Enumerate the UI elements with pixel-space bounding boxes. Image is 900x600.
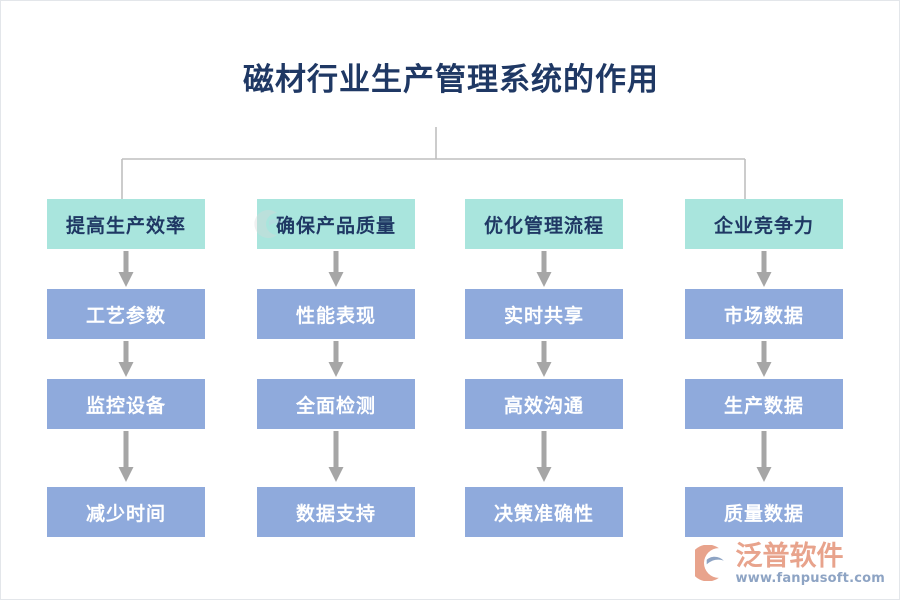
branch-sub-node-1-1[interactable]: 工艺参数 [47, 289, 205, 339]
arrow-gap [685, 249, 843, 289]
branch-sub-node-2-2[interactable]: 全面检测 [257, 379, 415, 429]
arrow-down-icon [756, 341, 772, 377]
arrow-down-icon [536, 431, 552, 482]
branch-head-node-2[interactable]: 确保产品质量 [257, 199, 415, 249]
branch-column-3: 优化管理流程 实时共享 高效沟通 决策准确性 [465, 199, 623, 537]
arrow-gap [465, 249, 623, 289]
arrow-down-icon [328, 251, 344, 287]
branch-sub-node-2-1[interactable]: 性能表现 [257, 289, 415, 339]
arrow-gap [47, 249, 205, 289]
arrow-gap [465, 429, 623, 487]
branch-sub-node-3-2[interactable]: 高效沟通 [465, 379, 623, 429]
arrow-gap [257, 429, 415, 487]
branch-sub-node-1-3[interactable]: 减少时间 [47, 487, 205, 537]
arrow-gap [685, 429, 843, 487]
fanpu-swoosh-icon [694, 545, 724, 581]
arrow-gap [257, 249, 415, 289]
arrow-gap [685, 339, 843, 379]
arrow-down-icon [328, 431, 344, 482]
branch-sub-node-3-1[interactable]: 实时共享 [465, 289, 623, 339]
arrow-down-icon [118, 341, 134, 377]
logo-website-url: www.fanpusoft.com [735, 571, 885, 586]
arrow-gap [465, 339, 623, 379]
arrow-down-icon [756, 251, 772, 287]
branch-column-4: 企业竞争力 市场数据 生产数据 质量数据 [685, 199, 843, 537]
logo-text-block: 泛普软件 www.fanpusoft.com [736, 542, 885, 587]
brand-logo: 泛普软件 www.fanpusoft.com [694, 542, 885, 587]
logo-company-name: 泛普软件 [735, 541, 844, 572]
arrow-down-icon [536, 251, 552, 287]
arrow-gap [47, 339, 205, 379]
branch-head-node-1[interactable]: 提高生产效率 [47, 199, 205, 249]
branch-sub-node-3-3[interactable]: 决策准确性 [465, 487, 623, 537]
branch-column-2: 确保产品质量 性能表现 全面检测 数据支持 [257, 199, 415, 537]
branch-sub-node-2-3[interactable]: 数据支持 [257, 487, 415, 537]
branch-sub-node-4-1[interactable]: 市场数据 [685, 289, 843, 339]
arrow-gap [47, 429, 205, 487]
arrow-down-icon [536, 341, 552, 377]
branch-sub-node-4-3[interactable]: 质量数据 [685, 487, 843, 537]
branch-head-node-4[interactable]: 企业竞争力 [685, 199, 843, 249]
arrow-down-icon [118, 251, 134, 287]
arrow-down-icon [118, 431, 134, 482]
branch-column-1: 提高生产效率 工艺参数 监控设备 减少时间 [47, 199, 205, 537]
page-title: 磁材行业生产管理系统的作用 [243, 62, 659, 98]
branch-sub-node-4-2[interactable]: 生产数据 [685, 379, 843, 429]
branch-sub-node-1-2[interactable]: 监控设备 [47, 379, 205, 429]
arrow-down-icon [328, 341, 344, 377]
arrow-gap [257, 339, 415, 379]
arrow-down-icon [756, 431, 772, 482]
branch-head-node-3[interactable]: 优化管理流程 [465, 199, 623, 249]
